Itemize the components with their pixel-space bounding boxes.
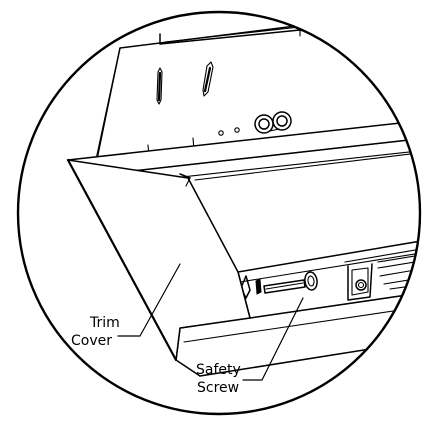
panel-slots bbox=[147, 61, 214, 157]
trim-cover-label-line2: Cover bbox=[71, 333, 112, 349]
leader-lines bbox=[117, 263, 304, 381]
magnifier-circle bbox=[16, 10, 422, 416]
magnified-detail-view bbox=[66, 23, 420, 377]
safety-screw-leader bbox=[242, 297, 304, 381]
trim-cover-leader bbox=[117, 263, 181, 337]
raceway-channel bbox=[237, 239, 420, 319]
trim-cover bbox=[66, 151, 420, 362]
safety-screw-label-line1: Safety bbox=[196, 362, 241, 378]
safety-screw bbox=[263, 271, 318, 294]
safety-screw-label-line2: Screw bbox=[197, 380, 239, 396]
trim-cover-label-line1: Trim bbox=[89, 315, 120, 331]
terminal-connector bbox=[254, 111, 292, 134]
panel-holes bbox=[218, 127, 240, 136]
